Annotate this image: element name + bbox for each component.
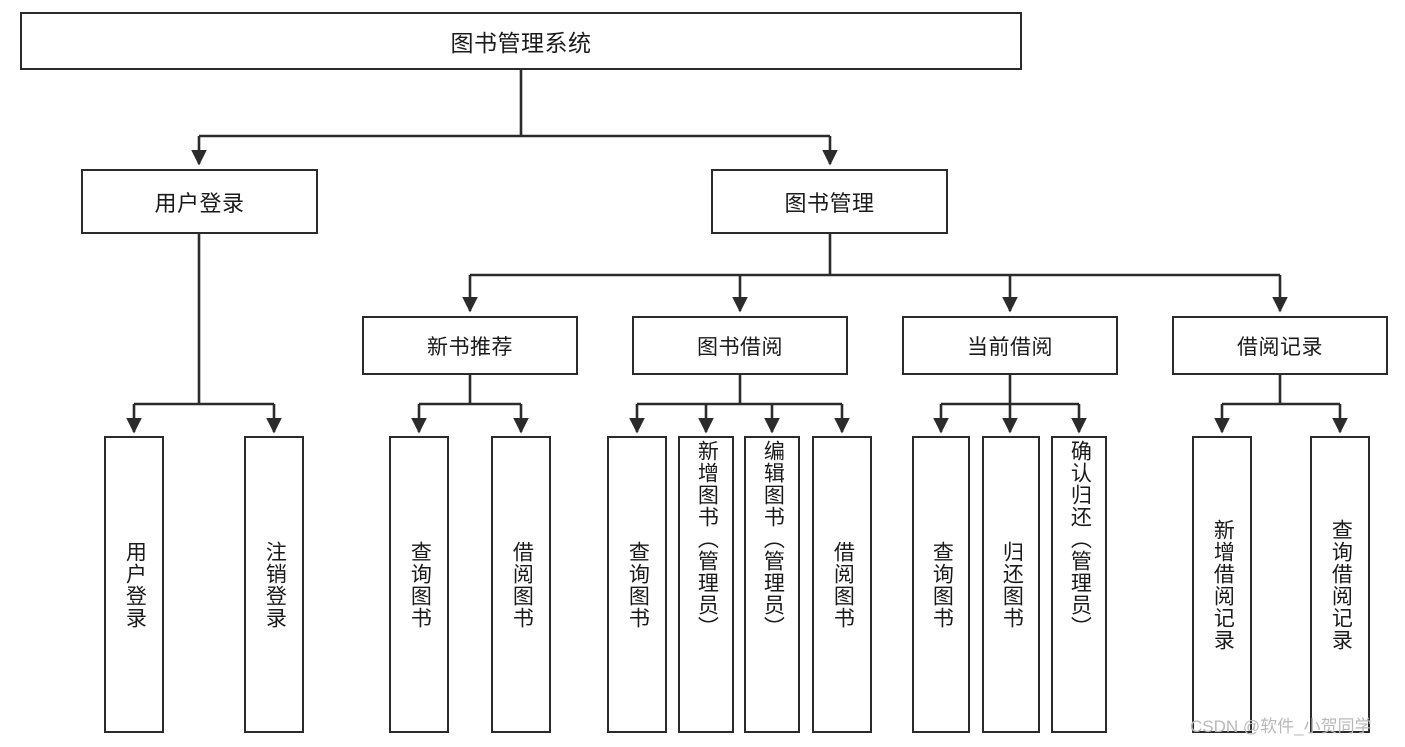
leaf-label-user-login-logout: 注销登录 — [263, 540, 287, 629]
leaf-label-new-book-borrow: 借阅图书 — [510, 540, 534, 629]
leaf-borrow-record-query[interactable]: 查询借阅记录 — [1310, 436, 1370, 733]
leaf-book-borrow-edit[interactable]: 编辑图书（管理员） — [744, 436, 800, 733]
leaf-label-new-book-query: 查询图书 — [408, 540, 432, 629]
node-label-new-book-recommend: 新书推荐 — [427, 335, 513, 359]
leaf-new-book-query[interactable]: 查询图书 — [389, 436, 449, 733]
node-borrow-record[interactable]: 借阅记录 — [1172, 316, 1388, 375]
leaf-current-borrow-confirm[interactable]: 确认归还（管理员） — [1051, 436, 1107, 733]
node-current-borrow[interactable]: 当前借阅 — [902, 316, 1118, 375]
node-label-book-management: 图书管理 — [784, 190, 875, 216]
leaf-user-login-logout[interactable]: 注销登录 — [244, 436, 304, 733]
leaf-current-borrow-return[interactable]: 归还图书 — [982, 436, 1040, 733]
leaf-label-borrow-record-add: 新增借阅记录 — [1211, 518, 1235, 651]
leaf-borrow-record-add[interactable]: 新增借阅记录 — [1192, 436, 1252, 733]
leaf-user-login-login[interactable]: 用户登录 — [104, 436, 164, 733]
leaf-label-book-borrow-query: 查询图书 — [626, 540, 650, 629]
node-book-management-system[interactable]: 图书管理系统 — [20, 12, 1022, 70]
node-book-management[interactable]: 图书管理 — [711, 169, 948, 234]
leaf-book-borrow-borrow[interactable]: 借阅图书 — [812, 436, 872, 733]
leaf-label-current-borrow-confirm: 确认归还（管理员） — [1068, 440, 1092, 638]
leaf-label-book-borrow-borrow: 借阅图书 — [831, 540, 855, 629]
leaf-label-current-borrow-query: 查询图书 — [930, 540, 954, 629]
node-label-root: 图书管理系统 — [450, 30, 592, 56]
node-label-current-borrow: 当前借阅 — [967, 335, 1053, 359]
node-user-login[interactable]: 用户登录 — [81, 169, 318, 234]
leaf-label-book-borrow-add: 新增图书（管理员） — [695, 440, 719, 638]
node-book-borrow[interactable]: 图书借阅 — [632, 316, 848, 375]
leaf-label-book-borrow-edit: 编辑图书（管理员） — [761, 440, 785, 638]
leaf-label-current-borrow-return: 归还图书 — [1000, 540, 1024, 629]
node-label-book-borrow: 图书借阅 — [697, 335, 783, 359]
leaf-new-book-borrow[interactable]: 借阅图书 — [491, 436, 551, 733]
leaf-book-borrow-query[interactable]: 查询图书 — [607, 436, 667, 733]
leaf-label-user-login-login: 用户登录 — [123, 540, 147, 629]
leaf-book-borrow-add[interactable]: 新增图书（管理员） — [678, 436, 734, 733]
node-new-book-recommend[interactable]: 新书推荐 — [362, 316, 578, 375]
node-label-borrow-record: 借阅记录 — [1237, 335, 1323, 359]
node-label-user-login: 用户登录 — [154, 190, 245, 216]
leaf-current-borrow-query[interactable]: 查询图书 — [912, 436, 970, 733]
leaf-label-borrow-record-query: 查询借阅记录 — [1329, 518, 1353, 651]
